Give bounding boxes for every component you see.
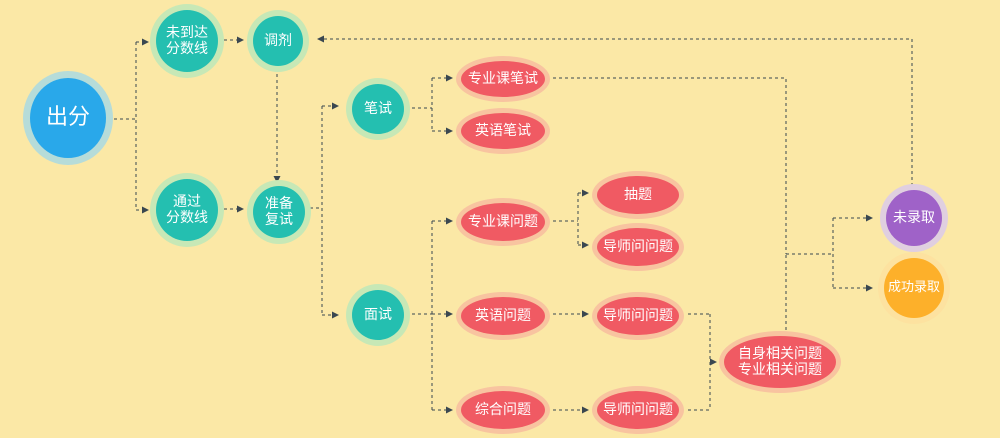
node-mianshi: 面试 bbox=[352, 290, 404, 340]
node-bishi: 笔试 bbox=[352, 84, 404, 134]
node-chenggong: 成功录取 bbox=[884, 258, 944, 318]
node-yingyu-wenti: 英语问题 bbox=[461, 297, 545, 335]
node-tongguo: 通过 分数线 bbox=[156, 179, 218, 241]
node-chouti: 抽题 bbox=[597, 176, 679, 214]
node-zhunbei: 准备 复试 bbox=[253, 186, 305, 238]
node-daoshi-3: 导师问问题 bbox=[597, 391, 679, 429]
node-weiluqu: 未录取 bbox=[886, 190, 942, 246]
node-daoshi-2: 导师问问题 bbox=[597, 297, 679, 335]
node-zonghe-wenti: 综合问题 bbox=[461, 391, 545, 429]
node-zhuanyeke-wenti: 专业课问题 bbox=[461, 203, 545, 241]
node-weidaoda: 未到达 分数线 bbox=[156, 10, 218, 72]
node-yingyu-bishi: 英语笔试 bbox=[461, 113, 545, 149]
node-ziwo: 自身相关问题 专业相关问题 bbox=[724, 336, 836, 388]
node-tiaoji: 调剂 bbox=[253, 16, 303, 66]
node-zhuanyeke-bishi: 专业课笔试 bbox=[461, 61, 545, 97]
node-daoshi-1: 导师问问题 bbox=[597, 228, 679, 266]
node-chufen: 出分 bbox=[30, 78, 106, 158]
